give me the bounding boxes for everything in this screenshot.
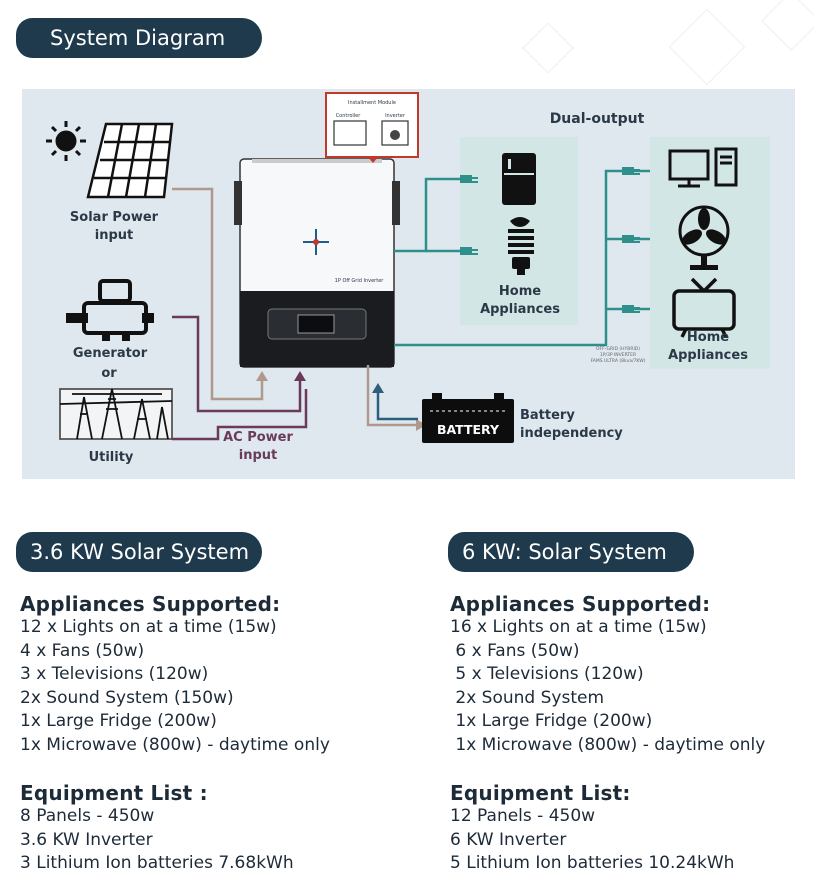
equipment-item: 8 Panels - 450w: [20, 806, 155, 826]
diagram-drawing: [46, 92, 770, 443]
small-system-title: 3.6 KW Solar System: [30, 540, 250, 564]
small-note-2: 1P/3P INVERTER: [599, 353, 637, 358]
appliance-item: 3 x Televisions (120w): [20, 664, 209, 684]
appliances-heading: Appliances Supported:: [20, 592, 281, 616]
equipment-item: 3 Lithium Ion batteries 7.68kWh: [20, 853, 294, 873]
sun-icon: [46, 121, 86, 161]
computer-icon: [668, 147, 738, 188]
small-note-3: FAMS ULTRA (8kva/7KW): [590, 359, 646, 364]
appliance-item: 1x Large Fridge (200w): [450, 711, 653, 731]
appliance-item: 5 x Televisions (120w): [450, 664, 644, 684]
equipment-heading: Equipment List :: [20, 781, 208, 805]
equipment-item: 5 Lithium Ion batteries 10.24kWh: [450, 853, 735, 873]
large-system-title: 6 KW: Solar System: [462, 540, 667, 564]
appliance-item: 2x Sound System: [450, 687, 605, 708]
equipment-heading: Equipment List:: [450, 781, 631, 805]
solar-panel-icon: [86, 122, 174, 199]
fridge-icon: [502, 153, 536, 205]
home-appliances-label-1: Home Appliances: [480, 284, 560, 317]
appliance-item: 1x Microwave (800w) - daytime only: [450, 734, 766, 755]
generator-label: Generator: [72, 346, 148, 361]
battery-wire-in: [376, 391, 418, 421]
plug-icons: [460, 167, 640, 313]
appliance-item: 2x Sound System (150w): [20, 687, 234, 708]
appliance-item: 16 x Lights on at a time (15w): [450, 617, 707, 637]
small-note-1: OFF-GRID (HYBRID): [596, 347, 640, 352]
utility-tower-icon: [59, 388, 173, 440]
fan-icon: [678, 205, 730, 270]
battery-arrow-up: [372, 383, 384, 393]
equipment-item: 3.6 KW Inverter: [20, 829, 153, 850]
generator-arrow: [294, 371, 306, 381]
battery-icon: [422, 393, 514, 443]
system-diagram: Solar Power input Generator or Utility A…: [22, 89, 795, 479]
battery-arrow-right: [416, 419, 426, 431]
inverter-caption: 1P Off Grid Inverter: [334, 278, 384, 284]
utility-wire: [172, 389, 308, 441]
system-diagram-title: System Diagram: [50, 26, 226, 50]
or-label: or: [101, 366, 117, 381]
ac-power-label: AC Power input: [223, 430, 293, 463]
inset-inverter-label: Inverter: [385, 113, 405, 119]
system-diagram-header: System Diagram: [16, 18, 262, 58]
generator-icon: [66, 279, 154, 341]
home-appliances-label-2: Home Appliances: [668, 330, 748, 363]
equipment-item: 12 Panels - 450w: [450, 806, 596, 826]
decorative-diamond: [668, 8, 746, 86]
solar-arrow: [256, 371, 268, 381]
decorative-diamond: [761, 0, 814, 51]
appliance-item: 6 x Fans (50w): [450, 640, 580, 661]
battery-wire-out: [366, 365, 418, 427]
appliance-item: 1x Large Fridge (200w): [20, 711, 217, 731]
battery-independency-label: Battery independency: [520, 408, 623, 441]
small-system-header: 3.6 KW Solar System: [16, 532, 262, 572]
inverter-icon: [234, 158, 400, 368]
decorative-diamond: [522, 22, 574, 74]
inset-title: Installment Module: [348, 100, 396, 106]
small-system-details: Appliances Supported: 12 x Lights on at …: [20, 592, 430, 876]
television-icon: [672, 277, 736, 338]
dual-output-label: Dual-output: [549, 111, 645, 127]
large-system-details: Appliances Supported: 16 x Lights on at …: [450, 592, 810, 876]
equipment-item: 6 KW Inverter: [450, 829, 567, 850]
utility-label: Utility: [88, 450, 134, 465]
appliance-item: 4 x Fans (50w): [20, 640, 145, 661]
generator-wire: [172, 315, 302, 413]
installment-module-inset: [325, 92, 419, 163]
appliance-item: 12 x Lights on at a time (15w): [20, 617, 277, 637]
inset-controller-label: Controller: [335, 113, 361, 119]
solar-power-label: Solar Power input: [69, 210, 159, 243]
appliances-heading: Appliances Supported:: [450, 592, 711, 616]
large-system-header: 6 KW: Solar System: [448, 532, 694, 572]
light-bulb-icon: [508, 217, 534, 275]
solar-wire: [172, 187, 264, 401]
battery-text: BATTERY: [436, 422, 500, 437]
appliance-item: 1x Microwave (800w) - daytime only: [20, 734, 330, 755]
output-wire-fridge: [394, 177, 460, 253]
